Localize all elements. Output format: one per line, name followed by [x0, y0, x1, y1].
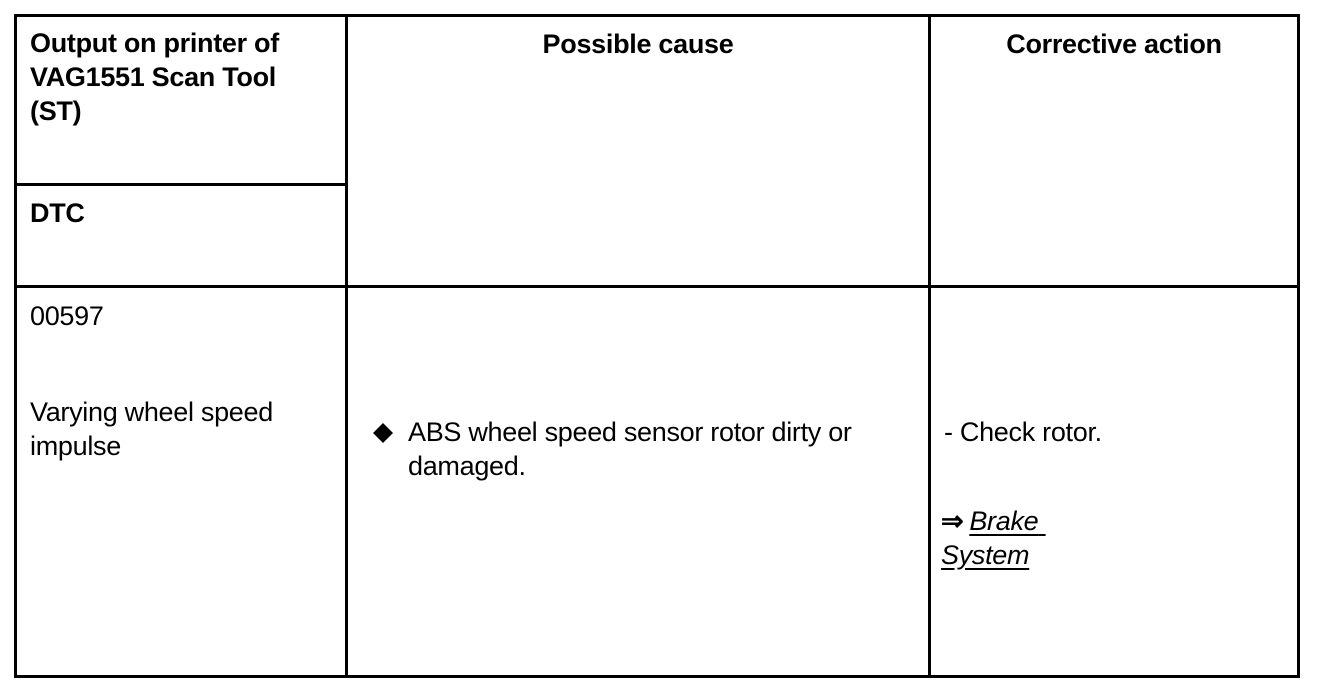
header-row-divider: [14, 285, 1300, 288]
header-dtc: DTC: [30, 198, 85, 228]
header-output-line-3: (ST): [30, 96, 82, 126]
possible-cause-line-2: damaged.: [408, 451, 526, 481]
corrective-action-text: - Check rotor.: [944, 417, 1102, 447]
dtc-description-line-1: Varying wheel speed: [30, 397, 273, 427]
header-possible-cause: Possible cause: [542, 29, 734, 59]
system-link-text[interactable]: System: [941, 540, 1030, 570]
dtc-description-line-2: impulse: [30, 431, 121, 461]
brake-system-link[interactable]: ⇒Brake System: [941, 504, 1241, 572]
brake-system-link-line-2[interactable]: System: [941, 538, 1241, 572]
brake-system-link-line-1[interactable]: ⇒Brake: [941, 504, 1241, 538]
column-divider-2: [928, 14, 931, 678]
diamond-bullet-icon: [373, 423, 393, 443]
header-output-on-printer: Output on printer of VAG1551 Scan Tool (…: [30, 26, 340, 128]
header-output-line-2: VAG1551 Scan Tool: [30, 62, 276, 92]
possible-cause-line-1: ABS wheel speed sensor rotor dirty or: [408, 417, 852, 447]
arrow-right-icon: ⇒: [941, 506, 964, 536]
brake-link-text[interactable]: Brake: [969, 506, 1039, 536]
possible-cause-text: ABS wheel speed sensor rotor dirty or da…: [408, 415, 923, 483]
header-output-line-1: Output on printer of: [30, 28, 279, 58]
dtc-code: 00597: [30, 301, 104, 331]
column-divider-1: [345, 14, 348, 678]
dtc-description: Varying wheel speed impulse: [30, 395, 340, 463]
header-corrective-action: Corrective action: [1006, 29, 1222, 59]
table-frame: [14, 14, 1300, 678]
header-subdivider: [14, 183, 348, 186]
